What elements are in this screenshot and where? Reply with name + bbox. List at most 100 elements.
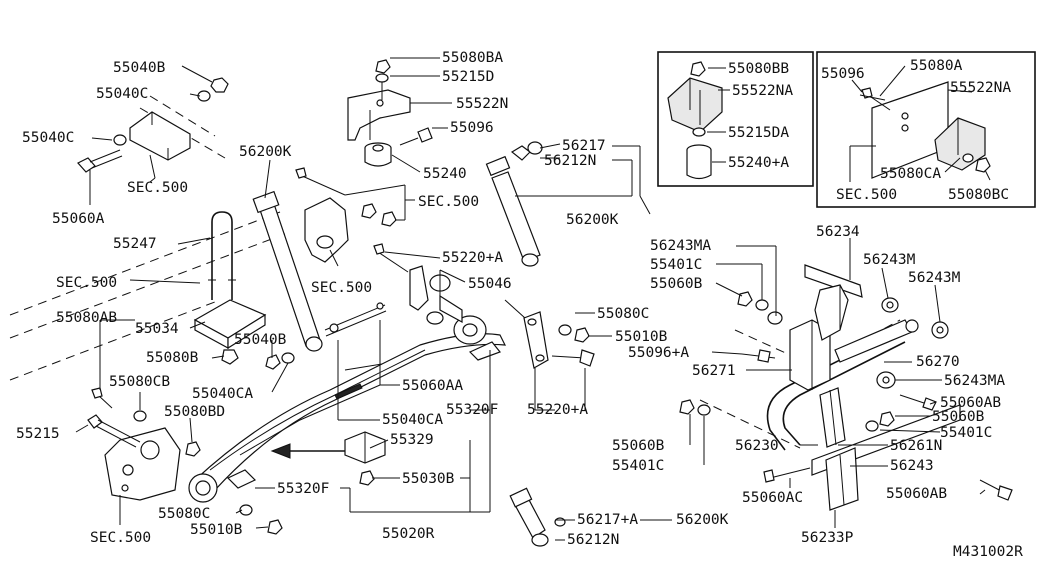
label-55320f-a: 55320F [446,402,498,418]
label-55247: 55247 [113,236,157,252]
leader-lines [75,57,991,541]
nuts-sec500 [361,203,397,227]
pad-55320f-low [226,469,257,489]
label-55040ca-b: 55040CA [382,412,443,428]
label-55080c-low: 55080C [158,506,210,522]
label-55080a: 55080A [910,58,963,74]
label-55401c-b: 55401C [940,425,992,441]
label-55060ab-b: 55060AB [886,486,947,502]
bolt-sec500-top [295,167,346,196]
shock-absorber-bottom [509,487,566,547]
nut-55010b-low [267,519,283,535]
bolt-55096a [741,349,776,363]
pad-55320f-high [468,341,501,361]
label-55034: 55034 [135,321,179,337]
label-sec500-e: SEC.500 [311,280,372,296]
bolt-55040ca [324,302,387,337]
label-56243ma-b: 56243MA [944,373,1005,389]
shock-absorber-upper [485,141,543,267]
label-55060aa: 55060AA [402,378,463,394]
label-55220a-a: 55220+A [442,250,503,266]
label-55240: 55240 [423,166,467,182]
bushing-56243ma-low [876,371,896,389]
label-55060b-a: 55060B [650,276,703,292]
label-56200k-a: 56200K [239,144,292,160]
label-56230: 56230 [735,438,779,454]
label-55040c-top: 55040C [96,86,148,102]
bushing-56243m-a [881,297,899,313]
label-55080b: 55080B [146,350,199,366]
bolt-55215 [87,414,141,448]
shackle-plate-right [523,311,549,369]
washer-55080c-mid [558,324,572,336]
label-55080bd: 55080BD [164,404,225,420]
label-56271: 56271 [692,363,736,379]
label-55320f-b: 55320F [277,481,329,497]
washer-55080cb [133,410,147,422]
clamp-56233p [825,447,859,511]
label-55401c-c: 55401C [612,458,664,474]
label-56200k-b: 56200K [566,212,619,228]
bolt-55220-a-bottom [551,349,595,367]
spring-seat-55034 [193,299,267,365]
label-55060b-b: 55060B [932,409,985,425]
label-55030b: 55030B [402,471,455,487]
washer-55040ca [281,352,295,364]
bracket-55522n [347,59,411,141]
bolt-55060ab-mid [899,394,937,411]
nut-55040b-mid [265,354,281,370]
arrow-indicator [270,443,345,459]
label-56212n: 56212N [544,153,596,169]
label-55060ac: 55060AC [742,490,803,506]
label-55040b-mid: 55040B [234,332,287,348]
nut-55060b-top [737,291,753,307]
inset2-plate [871,81,949,179]
label-56212n-b: 56212N [567,532,619,548]
bolt-55220-a-top [373,243,409,273]
label-sec500-b: SEC.500 [56,275,117,291]
label-55215: 55215 [16,426,60,442]
nut-55080bd [185,441,201,457]
label-56261n: 56261N [890,438,942,454]
bracket-56234 [804,264,863,341]
bolt-55096-a [399,127,433,146]
inset2-bolt-55080a [859,94,886,101]
label-55080cb: 55080CB [109,374,170,390]
bolt-55060aa [344,363,383,371]
inset1-bump-55240a [686,144,712,180]
label-56243: 56243 [890,458,934,474]
label-55096-a: 55096 [450,120,494,136]
label-55215da: 55215DA [728,125,789,141]
label-55020r: 55020R [382,526,435,542]
leaf-spring-55020r [188,315,507,503]
label-55096a: 55096+A [628,345,689,361]
label-55046: 55046 [468,276,512,292]
link-bracket-56271 [789,319,831,391]
label-sec500-c: SEC.500 [90,530,151,546]
label-55080c-mid: 55080C [597,306,649,322]
label-55522na-b: 55522NA [950,80,1011,96]
label-55080bb: 55080BB [728,61,789,77]
shackle-55046 [409,265,463,325]
label-56243ma-a: 56243MA [650,238,711,254]
bracket-sec500-mid [304,197,349,263]
clamp-56261n [819,387,846,448]
link-56270 [834,319,919,363]
label-55040b-top: 55040B [113,60,166,76]
inset1-bracket-55522na [667,61,723,133]
inset1-washer-55215da [692,127,706,137]
label-55401c-a: 55401C [650,257,702,273]
nut-55010b-mid [574,327,590,343]
label-56243m-a: 56243M [863,252,916,268]
label-55060b-c: 55060B [612,438,665,454]
bolt-55060ab-right [979,479,1013,501]
label-55240a: 55240+A [728,155,789,171]
nut-washer-left-group [679,399,711,416]
label-55010b-low: 55010B [190,522,243,538]
inset-box-left [657,51,814,187]
label-55215d: 55215D [442,69,494,85]
bolt-55060a [77,149,123,173]
nut-55030b [359,470,375,486]
